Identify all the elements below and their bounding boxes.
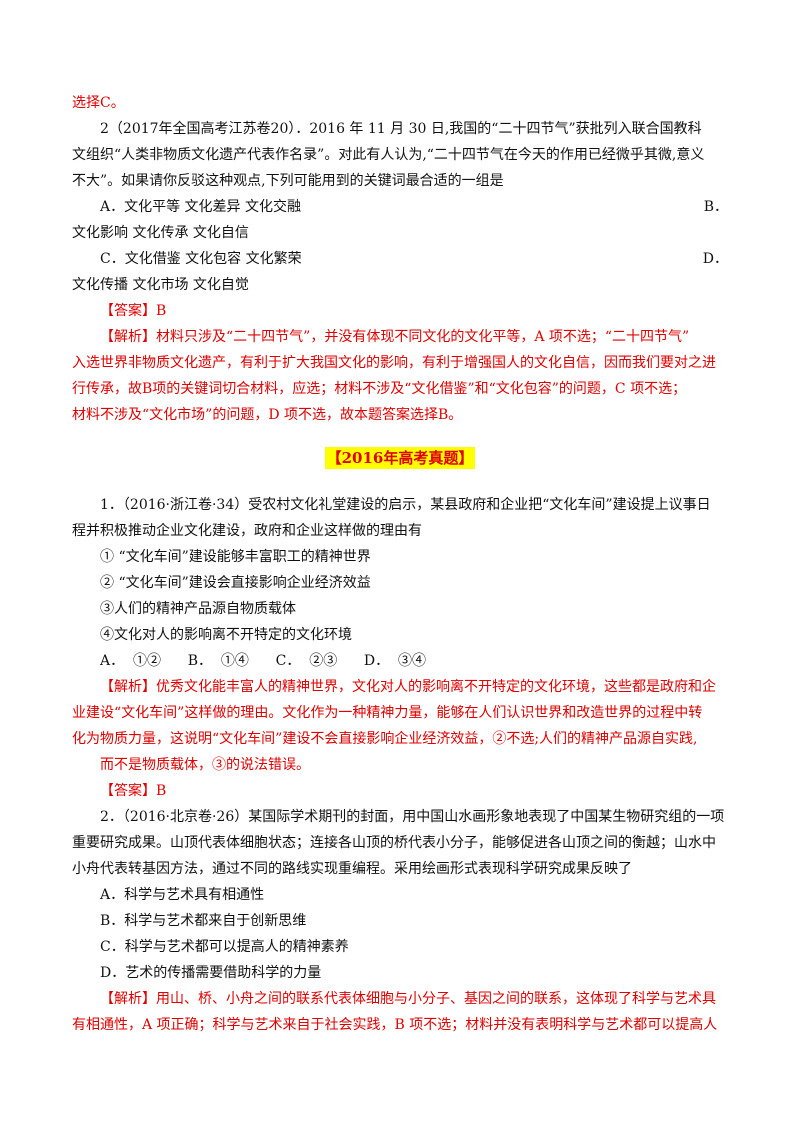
- q1-analysis-line-3: 化为物质力量，这说明“文化车间”建设不会直接影响企业经济效益，②不选;人们的精神…: [72, 731, 698, 747]
- q2017-analysis-line-2: 入选世界非物质文化遗产，有利于扩大我国文化的影响，有利于增强国人的文化自信，因而…: [72, 355, 716, 371]
- q2-option-a: A．科学与艺术具有相通性: [100, 887, 265, 903]
- q2017-option-d-text: 文化传播 文化市场 文化自觉: [72, 277, 249, 293]
- q2017-answer: 【答案】B: [100, 303, 167, 319]
- section-title-wrap: 【2016年高考真题】: [72, 446, 728, 472]
- section-title: 【2016年高考真题】: [324, 447, 476, 469]
- q1-analysis-line-1: 【解析】优秀文化能丰富人的精神世界，文化对人的影响离不开特定的文化环境，这些都是…: [100, 679, 716, 695]
- q1-options: A． ①② B． ①④ C． ②③ D． ③④: [100, 653, 427, 669]
- q2-analysis-line-1: 【解析】用山、桥、小舟之间的联系代表体细胞与小分子、基因之间的联系，这体现了科学…: [100, 991, 716, 1007]
- q1-item-1: ① “文化车间”建设能够丰富职工的精神世界: [100, 549, 371, 565]
- q2017-option-b-text: 文化影响 文化传承 文化自信: [72, 225, 249, 241]
- q2017-option-a: A．文化平等 文化差异 文化交融: [100, 199, 302, 215]
- q2-stem-line-1: 2．（2016·北京卷·26）某国际学术期刊的封面，用中国山水画形象地表现了中国…: [100, 809, 725, 825]
- q2-option-c: C．科学与艺术都可以提高人的精神素养: [100, 939, 349, 955]
- q2-stem-line-3: 小舟代表转基因方法，通过不同的路线实现重编程。采用绘画形式表现科学研究成果反映了: [72, 861, 632, 877]
- q1-stem-line-1: 1．（2016·浙江卷·34）受农村文化礼堂建设的启示，某县政府和企业把“文化车…: [100, 497, 711, 513]
- q2017-stem-line-1: 2（2017年全国高考江苏卷20）．2016 年 11 月 30 日,我国的“二…: [100, 121, 702, 137]
- q2017-option-d-label: D．: [702, 251, 728, 267]
- q2-analysis-line-2: 有相通性，A 项正确；科学与艺术来自于社会实践，B 项不选；材料并没有表明科学与…: [72, 1017, 718, 1033]
- q1-analysis-line-4: 而不是物质载体，③的说法错误。: [100, 757, 310, 773]
- q2-stem-line-2: 重要研究成果。山顶代表体细胞状态；连接各山顶的桥代表小分子，能够促进各山顶之间的…: [72, 835, 716, 851]
- q1-item-3: ③人们的精神产品源自物质载体: [100, 601, 296, 617]
- prev-answer-tail: 选择C。: [72, 95, 125, 111]
- q2-option-d: D．艺术的传播需要借助科学的力量: [100, 965, 322, 981]
- document-content: 选择C。 2（2017年全国高考江苏卷20）．2016 年 11 月 30 日,…: [72, 90, 728, 1038]
- q2017-option-b-label: B．: [703, 199, 728, 215]
- q1-analysis-line-2: 业建设“文化车间”这样做的理由。文化作为一种精神力量，能够在人们认识世界和改造世…: [72, 705, 703, 721]
- q2017-option-c: C．文化借鉴 文化包容 文化繁荣: [100, 251, 302, 267]
- q2017-analysis-line-4: 材料不涉及“文化市场”的问题，D 项不选，故本题答案选择B。: [72, 407, 463, 423]
- q2017-option-row-ab: A．文化平等 文化差异 文化交融 B．: [72, 194, 728, 220]
- q2017-analysis-line-1: 【解析】材料只涉及“二十四节气”，并没有体现不同文化的文化平等，A 项不选；“二…: [100, 329, 690, 345]
- q1-item-4: ④文化对人的影响离不开特定的文化环境: [100, 627, 352, 643]
- q2017-option-row-cd: C．文化借鉴 文化包容 文化繁荣 D．: [72, 246, 728, 272]
- q2017-analysis-line-3: 行传承，故B项的关键词切合材料，应选；材料不涉及“文化借鉴”和“文化包容”的问题…: [72, 381, 687, 397]
- q1-item-2: ② “文化车间”建设会直接影响企业经济效益: [100, 575, 371, 591]
- q2-option-b: B．科学与艺术都来自于创新思维: [100, 913, 307, 929]
- q1-stem-line-2: 程并积极推动企业文化建设，政府和企业这样做的理由有: [72, 523, 422, 539]
- q2017-stem-line-2: 文组织“人类非物质文化遗产代表作名录”。对此有人认为,“二十四节气在今天的作用已…: [72, 147, 705, 163]
- q1-answer: 【答案】B: [100, 783, 167, 799]
- q2017-stem-line-3: 不大”。如果请你反驳这种观点,下列可能用到的关键词最合适的一组是: [72, 173, 504, 189]
